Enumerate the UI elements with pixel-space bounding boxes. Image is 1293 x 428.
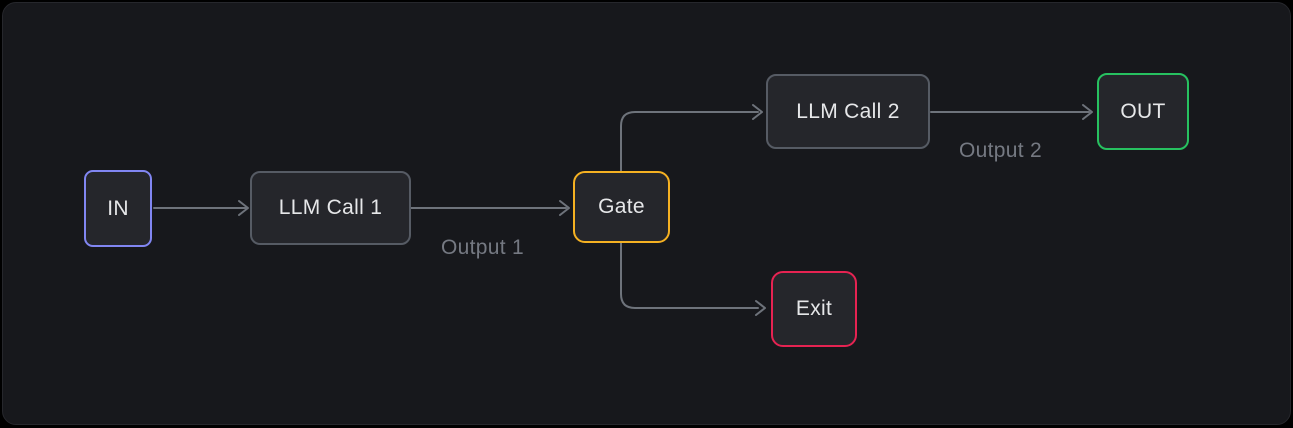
edge-label-output-2: Output 2 [959, 139, 1042, 162]
arrowhead-exit [755, 300, 766, 316]
arrowhead-llm2 [752, 104, 763, 120]
node-exit-label: Exit [795, 297, 833, 320]
node-llm-call-1[interactable]: LLM Call 1 [250, 171, 411, 245]
node-exit[interactable]: Exit [771, 271, 857, 347]
arrowhead-llm1 [238, 200, 249, 216]
node-out-label: OUT [1120, 99, 1166, 123]
arrowhead-out [1082, 104, 1093, 120]
node-in[interactable]: IN [84, 170, 152, 247]
node-llm-call-1-label: LLM Call 1 [278, 196, 383, 219]
edge-gate-to-llm2 [620, 111, 759, 172]
node-llm-call-2[interactable]: LLM Call 2 [766, 74, 930, 149]
edge-gate-to-exit [620, 242, 759, 309]
node-llm-call-2-label: LLM Call 2 [796, 99, 900, 123]
node-gate-label: Gate [598, 195, 645, 218]
node-out[interactable]: OUT [1097, 73, 1189, 150]
node-in-label: IN [107, 196, 129, 220]
node-gate[interactable]: Gate [573, 171, 670, 243]
edge-label-output-1: Output 1 [441, 236, 524, 259]
arrowhead-gate [559, 200, 570, 216]
